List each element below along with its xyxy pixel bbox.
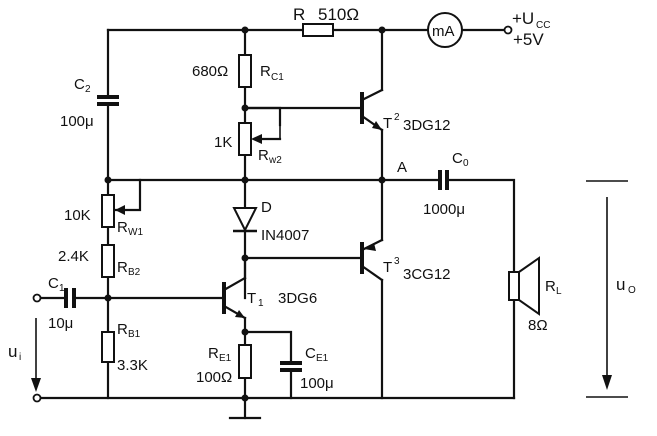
rw2-value: 1K — [214, 134, 232, 151]
t2-name: T — [383, 115, 392, 132]
rw1-wiper-arrow — [115, 205, 125, 215]
uo-name: u — [616, 275, 625, 294]
c2-name: C — [74, 76, 85, 93]
ui-arrow — [31, 318, 41, 392]
rw2-wiper-arrow — [251, 134, 262, 144]
resistor-r-510 — [302, 23, 334, 37]
potentiometer-rw1 — [101, 194, 115, 228]
wire-node-a-right — [447, 178, 516, 274]
junction — [104, 176, 112, 184]
t1-model: 3DG6 — [278, 290, 317, 307]
rw1-name: R — [117, 219, 128, 236]
junction — [378, 176, 386, 184]
t3-name: T — [383, 259, 392, 276]
resistor-re1 — [238, 344, 252, 379]
milliammeter — [427, 12, 463, 48]
r-main-name: R — [293, 5, 305, 24]
transistor-t3 — [360, 238, 384, 282]
r-main-value: 510Ω — [318, 5, 359, 24]
supply-voltage: +5V — [513, 30, 544, 49]
rb2-name: R — [117, 259, 128, 276]
rw2-name: R — [258, 147, 269, 164]
capacitor-c2 — [97, 95, 119, 106]
ce1-value: 100μ — [300, 375, 334, 392]
rw2-sub: w2 — [268, 155, 282, 166]
rc1-name: R — [260, 63, 271, 80]
rb1-sub: B1 — [128, 329, 141, 340]
junction — [241, 328, 249, 336]
junction — [241, 104, 249, 112]
c0-value: 1000μ — [423, 201, 465, 218]
rb1-name: R — [117, 321, 128, 338]
rb1-value: 3.3K — [117, 357, 148, 374]
re1-name: R — [208, 345, 219, 362]
node-a-label: A — [397, 159, 407, 176]
supply-name: +U — [512, 9, 534, 28]
rc1-sub: C1 — [271, 72, 284, 83]
ce1-sub: E1 — [316, 353, 329, 364]
rw1-sub: W1 — [128, 227, 143, 238]
input-ground-terminal[interactable] — [32, 393, 42, 403]
capacitor-c0 — [438, 170, 449, 190]
input-terminal[interactable] — [32, 293, 42, 303]
re1-value: 100Ω — [196, 369, 232, 386]
ui-name: u — [8, 342, 17, 361]
rl-sub: L — [556, 286, 562, 297]
t3-sub: 3 — [394, 256, 400, 267]
rc1-value: 680Ω — [192, 63, 228, 80]
t1-sub: 1 — [258, 298, 264, 309]
wire-ce1-top — [243, 330, 293, 364]
transistor-t1 — [222, 256, 247, 320]
c0-sub: 0 — [463, 158, 469, 169]
uo-sub: O — [628, 285, 636, 296]
re1-sub: E1 — [219, 353, 232, 364]
junction — [241, 26, 249, 34]
meter-label: mA — [432, 23, 455, 40]
junction — [241, 176, 249, 184]
rl-name: R — [545, 278, 556, 295]
uo-arrow — [586, 180, 628, 398]
resistor-rc1 — [238, 54, 252, 88]
diode-d — [232, 207, 258, 233]
resistor-rb2 — [101, 244, 115, 278]
c0-name: C — [452, 150, 463, 167]
wire-rw1-wiper — [113, 178, 142, 212]
transistor-t2 — [360, 88, 384, 132]
diode-name: D — [261, 199, 272, 216]
t3-model: 3CG12 — [403, 266, 451, 283]
ui-sub: i — [19, 352, 21, 363]
rb2-sub: B2 — [128, 267, 141, 278]
c2-value: 100μ — [60, 113, 94, 130]
diode-model: IN4007 — [261, 227, 309, 244]
capacitor-c1 — [64, 288, 76, 308]
t2-sub: 2 — [394, 112, 400, 123]
capacitor-ce1 — [280, 361, 302, 372]
c1-value: 10μ — [48, 315, 73, 332]
c2-sub: 2 — [85, 84, 91, 95]
junction — [241, 394, 249, 402]
t2-model: 3DG12 — [403, 117, 451, 134]
junction — [378, 26, 386, 34]
ce1-name: C — [305, 345, 316, 362]
rl-value: 8Ω — [528, 317, 548, 334]
t1-name: T — [247, 290, 256, 307]
c1-sub: 1 — [59, 283, 65, 294]
rw1-value: 10K — [64, 207, 91, 224]
rb2-value: 2.4K — [58, 248, 89, 265]
speaker-rl — [508, 256, 540, 316]
c1-name: C — [48, 275, 59, 292]
potentiometer-rw2 — [238, 122, 252, 156]
resistor-rb1 — [101, 331, 115, 363]
junction — [104, 294, 112, 302]
supply-sub: CC — [536, 20, 550, 31]
supply-terminal[interactable] — [503, 25, 513, 35]
